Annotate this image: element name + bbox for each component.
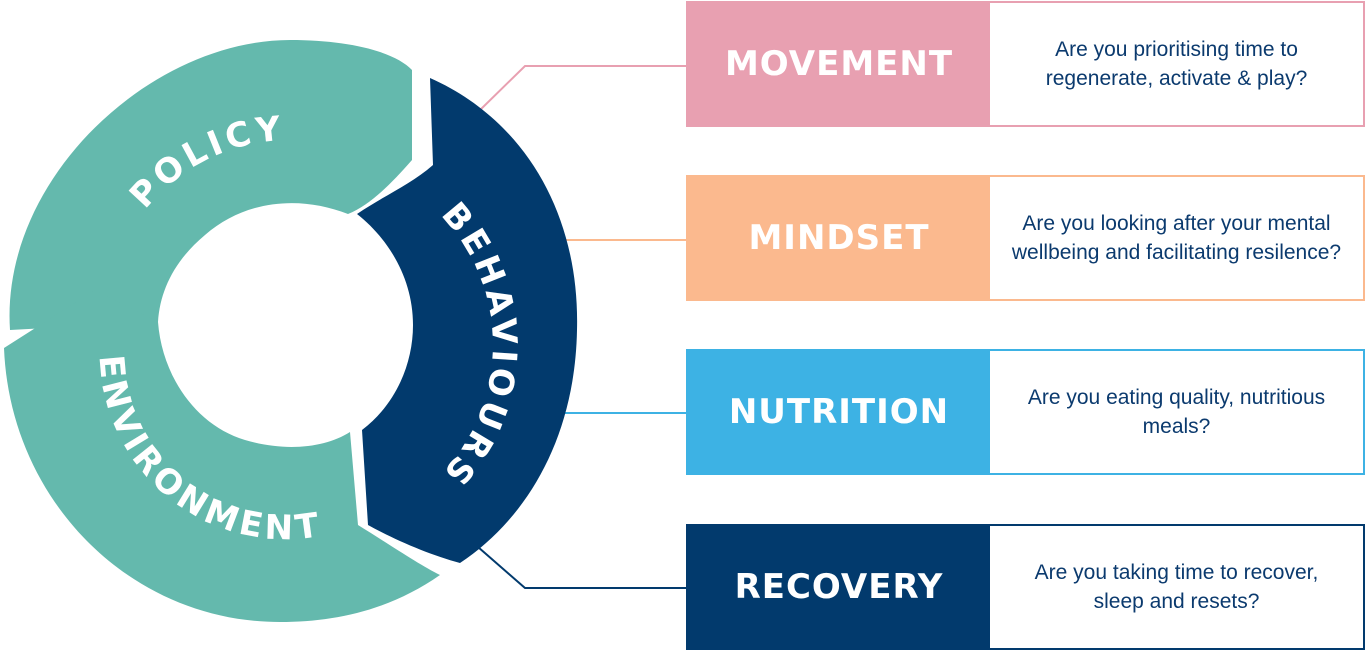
pillar-row-recovery: RECOVERY Are you taking time to recover,… bbox=[686, 524, 1365, 650]
pillar-question-movement: Are you prioritising time to regenerate,… bbox=[1045, 38, 1308, 90]
pillar-title-mindset: MINDSET bbox=[688, 177, 990, 299]
pillar-title-nutrition: NUTRITION bbox=[688, 351, 990, 473]
pillar-row-mindset: MINDSET Are you looking after your menta… bbox=[686, 175, 1365, 301]
cycle-segment-environment bbox=[4, 290, 440, 622]
cycle-segment-policy bbox=[9, 40, 412, 330]
pillar-title-movement: MOVEMENT bbox=[688, 3, 990, 125]
connector-line-movement bbox=[477, 65, 686, 113]
connector-line-recovery bbox=[477, 546, 686, 589]
cycle-segment-behaviours bbox=[357, 78, 578, 563]
pillar-question-recovery: Are you taking time to recover, sleep an… bbox=[1034, 561, 1319, 613]
pillar-question-mindset: Are you looking after your mental wellbe… bbox=[1011, 212, 1342, 264]
pillar-title-recovery: RECOVERY bbox=[688, 526, 990, 648]
pillar-question-nutrition: Are you eating quality, nutritious meals… bbox=[1027, 386, 1326, 438]
pillar-row-nutrition: NUTRITION Are you eating quality, nutrit… bbox=[686, 349, 1365, 475]
pillar-row-movement: MOVEMENT Are you prioritising time to re… bbox=[686, 1, 1365, 127]
